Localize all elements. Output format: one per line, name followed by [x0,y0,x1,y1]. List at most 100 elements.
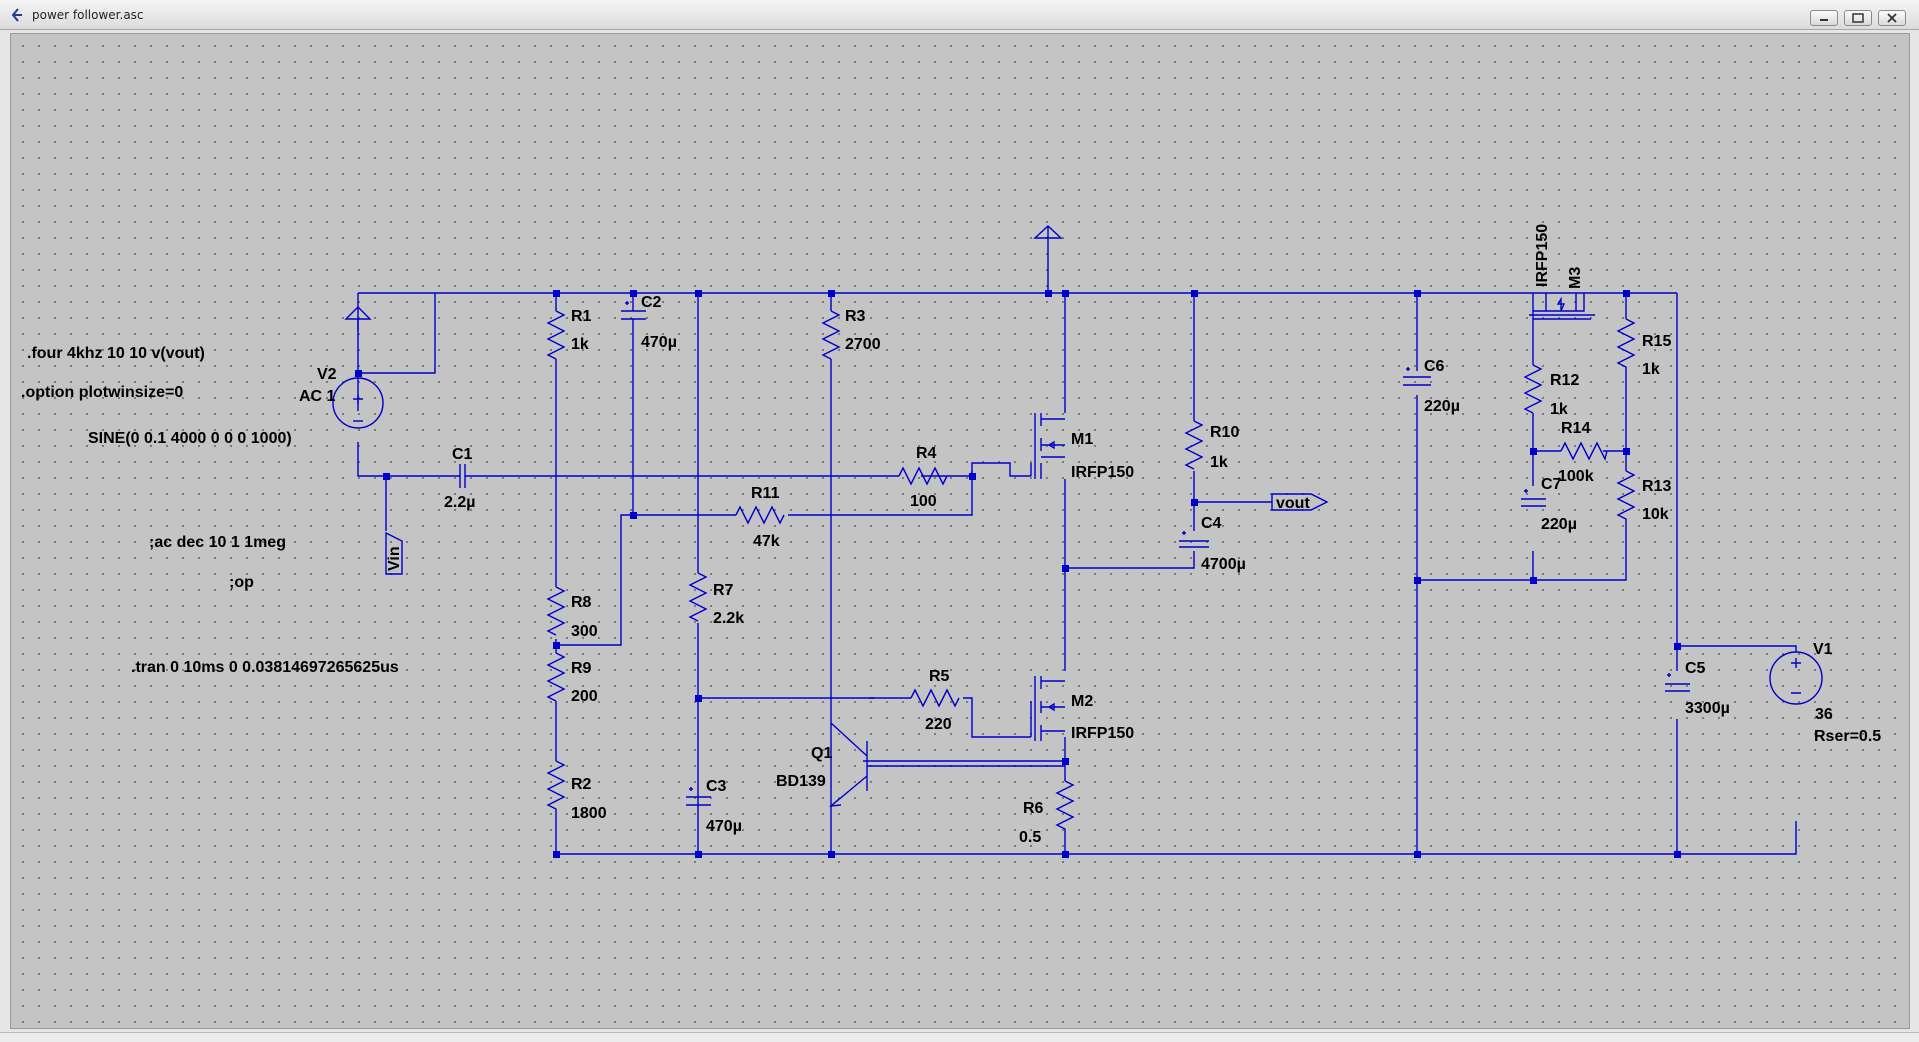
r14-value[interactable]: 100k [1558,468,1594,485]
r10-value[interactable]: 1k [1210,454,1228,471]
c3-value[interactable]: 470µ [706,818,742,835]
mosfet-m2-symbol [1030,676,1065,741]
net-label-vin[interactable]: Vin [385,531,403,575]
r13-name[interactable]: R13 [1642,478,1671,495]
c4-value[interactable]: 4700µ [1201,556,1246,573]
resistor-r8-symbol [546,586,566,636]
capacitor-c4-symbol [1179,531,1209,548]
minimize-button[interactable] [1810,10,1838,26]
schematic: vout Vin .four 4khz 10 10 v(vout) .optio… [21,224,1881,858]
m3-value[interactable]: IRFP150 [1534,224,1551,287]
r6-name[interactable]: R6 [1023,800,1044,817]
r1-value[interactable]: 1k [571,336,589,353]
r15-value[interactable]: 1k [1642,361,1660,378]
c4-name[interactable]: C4 [1201,515,1222,532]
resistor-r4-symbol [898,466,948,486]
r3-value[interactable]: 2700 [845,336,881,353]
schematic-canvas[interactable]: vout Vin .four 4khz 10 10 v(vout) .optio… [10,33,1910,1029]
r3-name[interactable]: R3 [845,308,866,325]
directive-ac[interactable]: ;ac dec 10 1 1meg [149,534,286,551]
r7-value[interactable]: 2.2k [713,610,744,627]
resistor-r3-symbol [821,310,841,360]
window-title: power follower.asc [32,8,144,22]
v1-value[interactable]: 36 [1815,706,1833,723]
m3-name[interactable]: M3 [1567,267,1584,289]
resistor-r14-symbol [1560,441,1608,462]
c2-name[interactable]: C2 [641,294,662,311]
q1-name[interactable]: Q1 [811,745,832,762]
directive-four[interactable]: .four 4khz 10 10 v(vout) [27,345,205,362]
capacitor-c5-symbol [1665,673,1690,692]
close-icon [1887,13,1897,23]
ltspice-app-icon [11,8,22,22]
c1-name[interactable]: C1 [452,446,473,463]
v2-name[interactable]: V2 [317,366,337,383]
c5-value[interactable]: 3300µ [1685,700,1730,717]
c1-value[interactable]: 2.2µ [444,494,475,511]
resistor-r6-symbol [1055,780,1075,841]
r9-value[interactable]: 200 [571,688,598,705]
r12-name[interactable]: R12 [1550,372,1579,389]
r2-name[interactable]: R2 [571,776,592,793]
r5-name[interactable]: R5 [929,668,950,685]
minimize-icon [1820,19,1828,21]
r14-name[interactable]: R14 [1561,420,1590,437]
r7-name[interactable]: R7 [713,582,734,599]
c6-name[interactable]: C6 [1424,358,1445,375]
r4-name[interactable]: R4 [916,445,937,462]
c2-value[interactable]: 470µ [641,334,677,351]
q1-value[interactable]: BD139 [776,773,826,790]
net-label-vin-text: Vin [386,546,403,571]
r9-name[interactable]: R9 [571,660,592,677]
resistor-r9-symbol [546,652,566,702]
c5-name[interactable]: C5 [1685,660,1706,677]
resistor-r12-symbol [1523,364,1543,414]
v1-name[interactable]: V1 [1813,641,1833,658]
resistor-r7-symbol [688,572,708,622]
r11-value[interactable]: 47k [753,533,780,550]
capacitor-c6-symbol [1403,367,1431,386]
capacitor-c3-symbol [686,787,711,806]
r4-value[interactable]: 100 [910,493,937,510]
mosfet-m1-symbol [1030,413,1065,479]
resistor-r13-symbol [1616,470,1636,521]
r6-value[interactable]: 0.5 [1019,829,1041,846]
m2-name[interactable]: M2 [1071,693,1093,710]
directive-op[interactable]: ;op [229,574,254,591]
restore-icon [1852,13,1864,23]
component-labels: V2 AC 1 SINE(0 0.1 4000 0 0 0 1000) C1 2… [88,224,1881,846]
r8-name[interactable]: R8 [571,594,592,611]
capacitor-c7-symbol [1521,489,1546,507]
r10-name[interactable]: R10 [1210,424,1239,441]
m1-value[interactable]: IRFP150 [1071,464,1134,481]
directive-tran[interactable]: .tran 0 10ms 0 0.03814697265625us [131,659,399,676]
m1-name[interactable]: M1 [1071,431,1093,448]
r1-name[interactable]: R1 [571,308,592,325]
r12-value[interactable]: 1k [1550,401,1568,418]
component-symbols [332,225,1823,841]
c3-name[interactable]: C3 [706,778,727,795]
r8-value[interactable]: 300 [571,623,598,640]
spice-directives: .four 4khz 10 10 v(vout) .option plotwin… [21,345,399,676]
maximize-button[interactable] [1844,10,1872,26]
close-button[interactable] [1878,10,1906,26]
r5-value[interactable]: 220 [925,716,952,733]
r11-name[interactable]: R11 [751,485,780,502]
resistor-r11-symbol [735,505,785,525]
resistor-r15-symbol [1616,318,1636,379]
v2-sine[interactable]: SINE(0 0.1 4000 0 0 0 1000) [88,430,292,447]
resistor-r10-symbol [1184,420,1204,470]
r15-name[interactable]: R15 [1642,333,1671,350]
r2-value[interactable]: 1800 [571,805,607,822]
v2-value[interactable]: AC 1 [299,388,336,405]
directive-option[interactable]: .option plotwinsize=0 [21,384,183,401]
c6-value[interactable]: 220µ [1424,398,1460,415]
v2-source-symbol [332,377,384,429]
capacitor-c1-symbol [451,464,469,488]
c7-name[interactable]: C7 [1541,476,1562,493]
c7-value[interactable]: 220µ [1541,516,1577,533]
v1-rser[interactable]: Rser=0.5 [1814,728,1881,745]
r13-value[interactable]: 10k [1642,506,1669,523]
m2-value[interactable]: IRFP150 [1071,725,1134,742]
net-label-vout[interactable]: vout [1271,493,1329,512]
